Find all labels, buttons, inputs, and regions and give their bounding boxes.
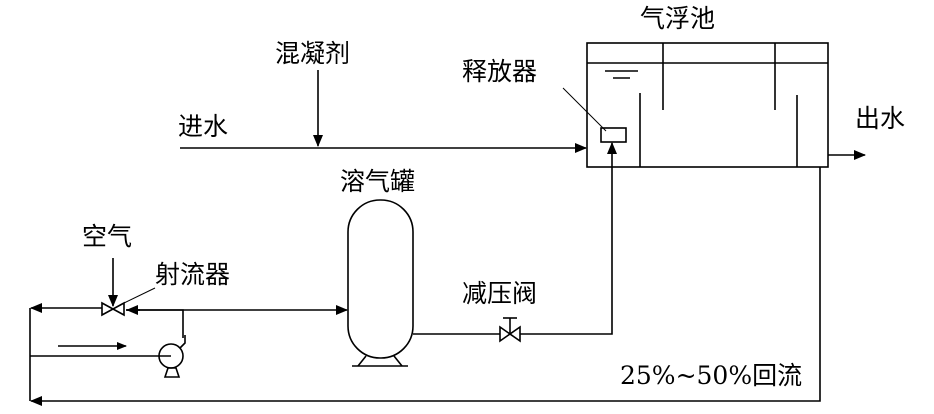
coagulant-label: 混凝剂 [275, 39, 350, 68]
releaser-leader-line [562, 87, 607, 132]
ejector-leader-line [119, 287, 156, 306]
recycle-pipe [30, 167, 821, 406]
pressure-reducing-valve-icon [499, 317, 521, 343]
outlet-water-label: 出水 [855, 104, 905, 133]
air-label: 空气 [82, 222, 132, 251]
ejector-label: 射流器 [155, 260, 230, 289]
inlet-water-label: 进水 [178, 112, 228, 141]
recycle-label: 25%~50%回流 [620, 361, 802, 390]
releaser-label: 释放器 [462, 57, 537, 86]
pump-discharge-pipe [126, 309, 184, 338]
water-level-icon [605, 70, 638, 79]
flotation-tank [586, 42, 829, 168]
pump-icon [158, 335, 186, 378]
dissolved-air-tank-label: 溶气罐 [340, 167, 415, 196]
flotation-tank-label: 气浮池 [640, 4, 715, 33]
dissolved-air-tank [347, 199, 414, 367]
pressure-reducing-valve-label: 减压阀 [462, 279, 537, 308]
releaser-feed-pipe [520, 142, 617, 335]
